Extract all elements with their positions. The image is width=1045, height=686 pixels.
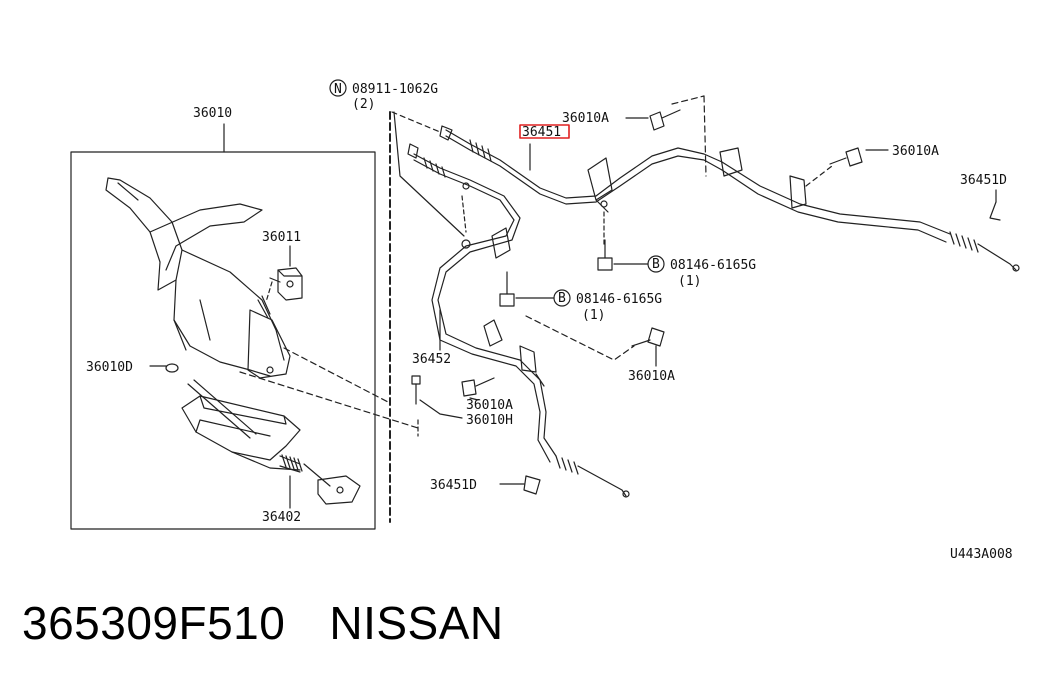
label-36010H: 36010H (466, 413, 513, 428)
clip-left-part (523, 475, 541, 495)
label-bolt-b-lower-symbol: B (558, 291, 566, 306)
label-36010A-mid-right: 36010A (628, 369, 675, 384)
cable-bracket-upper (587, 157, 613, 213)
dashed-link-36011 (265, 281, 273, 303)
cable-bracket-left-lower (483, 319, 545, 387)
leader-bolt-mid-left (469, 397, 479, 401)
label-36451D-right: 36451D (960, 173, 1007, 188)
highlight-frame-36451 (519, 124, 570, 139)
cable-bracket-left-upper (461, 182, 511, 259)
bolt-b-upper-symbol (647, 255, 665, 273)
caption-part-number: 365309F510 (22, 597, 286, 649)
label-nut-symbol: N (334, 82, 342, 97)
label-nut-qty: (2) (352, 97, 375, 112)
label-36452: 36452 (412, 352, 451, 367)
label-08911-1062G: 08911-1062G (352, 82, 438, 97)
dashed-bolt-right (805, 165, 833, 187)
label-36010A-mid-left: 36010A (466, 398, 513, 413)
label-36011: 36011 (262, 230, 301, 245)
label-bolt-b-upper-symbol: B (652, 257, 660, 272)
bolt-mid-left-36010A (461, 377, 495, 397)
label-36010: 36010 (193, 106, 232, 121)
label-36451D-left: 36451D (430, 478, 477, 493)
lever-assembly-inset-frame (70, 151, 376, 530)
front-cable-36451-highlighted (439, 125, 723, 205)
clip-right-part (989, 201, 1001, 221)
dashed-link-mount (239, 371, 419, 429)
label-08146-6165G-lower: 08146-6165G (576, 292, 662, 307)
washer-part (165, 363, 179, 373)
caption-brand: NISSAN (329, 597, 504, 649)
bolt-b-lower-symbol (553, 289, 571, 307)
lever-bracket-part (277, 267, 303, 301)
part-caption: 365309F510 NISSAN (22, 596, 504, 650)
leader-nut (393, 111, 465, 237)
dashed-bolt-top-b (671, 95, 705, 105)
label-bolt-b-lower-qty: (1) (582, 308, 605, 323)
lever-base-mount (247, 295, 291, 379)
label-36451-highlighted: 36451 (522, 125, 561, 140)
bolt-right-36010A (829, 147, 863, 167)
label-08146-6165G-upper: 08146-6165G (670, 258, 756, 273)
dashed-bolt-top (703, 95, 707, 177)
rear-cable-36452 (407, 143, 557, 463)
bolt-b-lower (499, 271, 515, 307)
bolt-b-upper (597, 239, 613, 271)
bolt-top-36010A (649, 109, 681, 131)
label-36402: 36402 (262, 510, 301, 525)
leader-bolt-36010H (419, 399, 463, 419)
rear-cable-lower-end (555, 455, 630, 498)
front-cable-36402 (279, 454, 361, 505)
bolt-36010H (411, 375, 421, 405)
dashed-bolt-mid-right (525, 315, 635, 361)
diagram-code: U443A008 (950, 547, 1013, 562)
dashed-link-bracket (283, 347, 389, 403)
nut-symbol-circle (329, 79, 347, 97)
label-36010A-right: 36010A (892, 144, 939, 159)
label-bolt-b-upper-qty: (1) (678, 274, 701, 289)
bolt-mid-right-36010A (631, 327, 665, 347)
rear-cable-right (719, 147, 1020, 272)
label-36010A-top: 36010A (562, 111, 609, 126)
label-36010D: 36010D (86, 360, 133, 375)
dashed-nut-top (391, 111, 441, 133)
bracket-stud (269, 277, 281, 283)
parking-brake-lever (105, 177, 285, 377)
